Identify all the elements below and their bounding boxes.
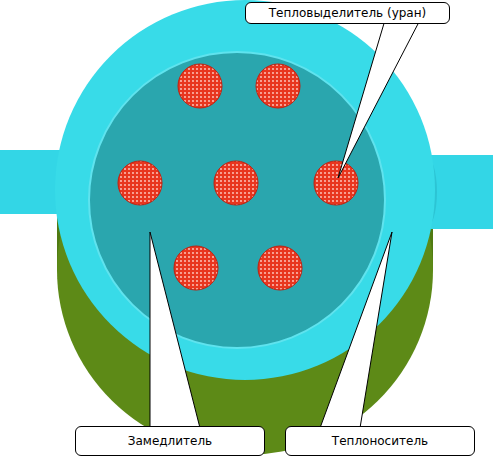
fuel-rod (214, 161, 258, 205)
callout-tail (320, 232, 392, 428)
callout-box: Замедлитель (75, 426, 265, 456)
callout-label: Теплоноситель (332, 434, 428, 448)
callout-box: Тепловыделитель (уран) (245, 2, 450, 24)
moderator-disk (89, 52, 385, 348)
callout-label: Тепловыделитель (уран) (269, 6, 426, 20)
fuel-rod (178, 64, 222, 108)
callout-tail (150, 232, 200, 428)
coolant-ring (55, 0, 435, 380)
callout-tail (338, 20, 420, 178)
fuel-rod (256, 64, 300, 108)
fuel-rod (258, 246, 302, 290)
callout-box: Теплоноситель (285, 426, 475, 456)
callout-label: Замедлитель (128, 434, 212, 448)
fuel-rod (174, 246, 218, 290)
fuel-rod (118, 161, 162, 205)
fuel-rod (314, 161, 358, 205)
